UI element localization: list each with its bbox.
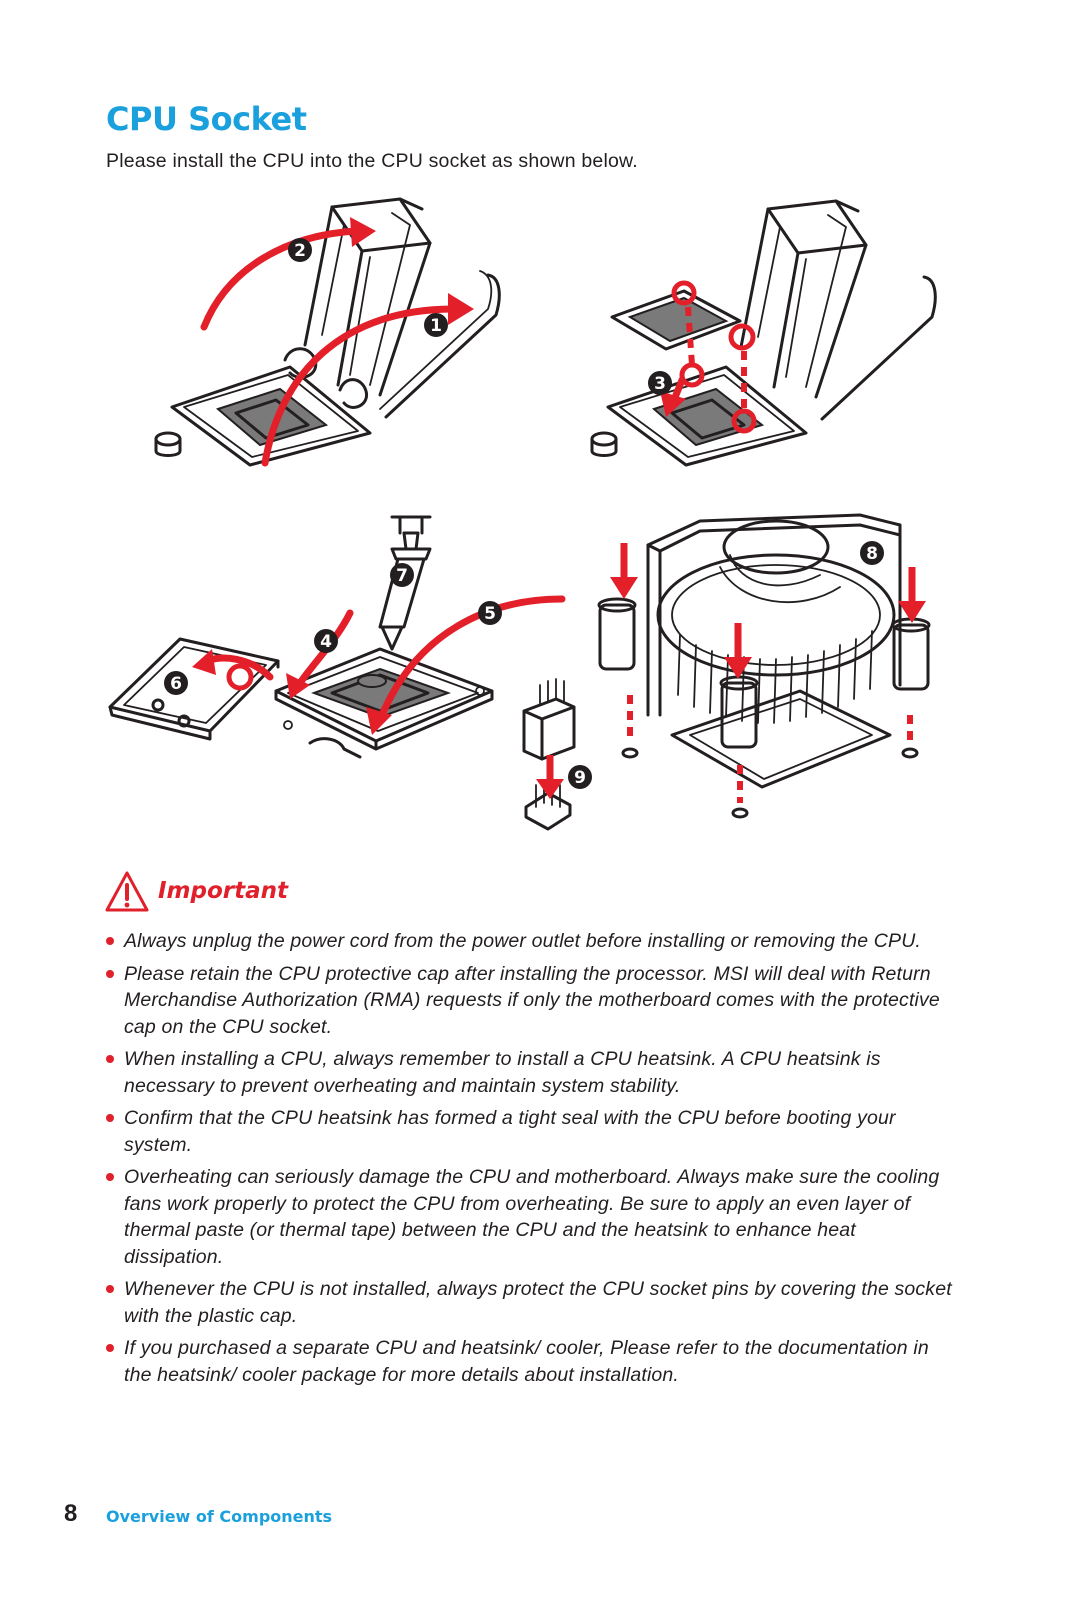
- warning-triangle-icon: [105, 871, 149, 912]
- svg-text:1: 1: [430, 316, 442, 336]
- bullet-dot-icon: [106, 1055, 114, 1063]
- list-item: Overheating can seriously damage the CPU…: [106, 1164, 956, 1270]
- step-number-4: 4: [314, 629, 338, 653]
- important-label: Important: [158, 878, 289, 904]
- cap-removal-illustration: [108, 637, 494, 759]
- svg-text:2: 2: [294, 241, 306, 261]
- list-item: If you purchased a separate CPU and heat…: [106, 1335, 956, 1388]
- step-number-2: 2: [288, 238, 312, 262]
- note-text: If you purchased a separate CPU and heat…: [124, 1337, 929, 1386]
- note-text: Overheating can seriously damage the CPU…: [124, 1166, 940, 1268]
- note-text: Please retain the CPU protective cap aft…: [124, 962, 940, 1038]
- cpu-insert-illustration: [590, 199, 937, 467]
- step-number-5: 5: [478, 601, 502, 625]
- note-text: Whenever the CPU is not installed, alway…: [124, 1278, 952, 1327]
- svg-text:8: 8: [866, 544, 878, 564]
- page-title: CPU Socket: [106, 100, 307, 138]
- bullet-dot-icon: [106, 937, 114, 945]
- bullet-dot-icon: [106, 1173, 114, 1181]
- step-number-7: 7: [390, 563, 414, 587]
- note-text: Always unplug the power cord from the po…: [124, 930, 921, 952]
- heatsink-fan-illustration: [597, 513, 931, 819]
- socket-open-illustration: [154, 197, 501, 467]
- list-item: When installing a CPU, always remember t…: [106, 1046, 956, 1099]
- important-notes-list: Always unplug the power cord from the po…: [106, 928, 956, 1394]
- svg-text:4: 4: [320, 632, 332, 652]
- bullet-dot-icon: [106, 969, 114, 978]
- list-item: Whenever the CPU is not installed, alway…: [106, 1276, 956, 1329]
- list-item: Always unplug the power cord from the po…: [106, 928, 956, 955]
- list-item: Confirm that the CPU heatsink has formed…: [106, 1105, 956, 1158]
- cpu-installation-diagram: 1 2 3 4 5 6 7 8 9: [108, 197, 937, 831]
- step-number-6: 6: [164, 671, 188, 695]
- bullet-dot-icon: [106, 1344, 114, 1352]
- intro-text: Please install the CPU into the CPU sock…: [106, 150, 638, 172]
- svg-text:5: 5: [484, 604, 496, 624]
- svg-text:6: 6: [170, 674, 182, 694]
- svg-text:3: 3: [654, 374, 666, 394]
- footer-section-title: Overview of Components: [106, 1507, 333, 1526]
- note-text: When installing a CPU, always remember t…: [124, 1048, 881, 1097]
- step-number-8: 8: [860, 541, 884, 565]
- fan-connector-illustration: [522, 678, 576, 831]
- page-number: 8: [64, 1500, 78, 1527]
- bullet-dot-icon: [106, 1114, 114, 1122]
- svg-text:9: 9: [574, 768, 586, 788]
- step-number-1: 1: [424, 313, 448, 337]
- note-text: Confirm that the CPU heatsink has formed…: [124, 1107, 896, 1156]
- thermal-paste-syringe-illustration: [357, 515, 432, 688]
- step-number-9: 9: [568, 765, 592, 789]
- svg-text:7: 7: [396, 566, 408, 586]
- cpu-cap-illustration: [154, 431, 182, 457]
- list-item: Please retain the CPU protective cap aft…: [106, 961, 956, 1041]
- step-number-3: 3: [648, 371, 672, 395]
- bullet-dot-icon: [106, 1285, 114, 1293]
